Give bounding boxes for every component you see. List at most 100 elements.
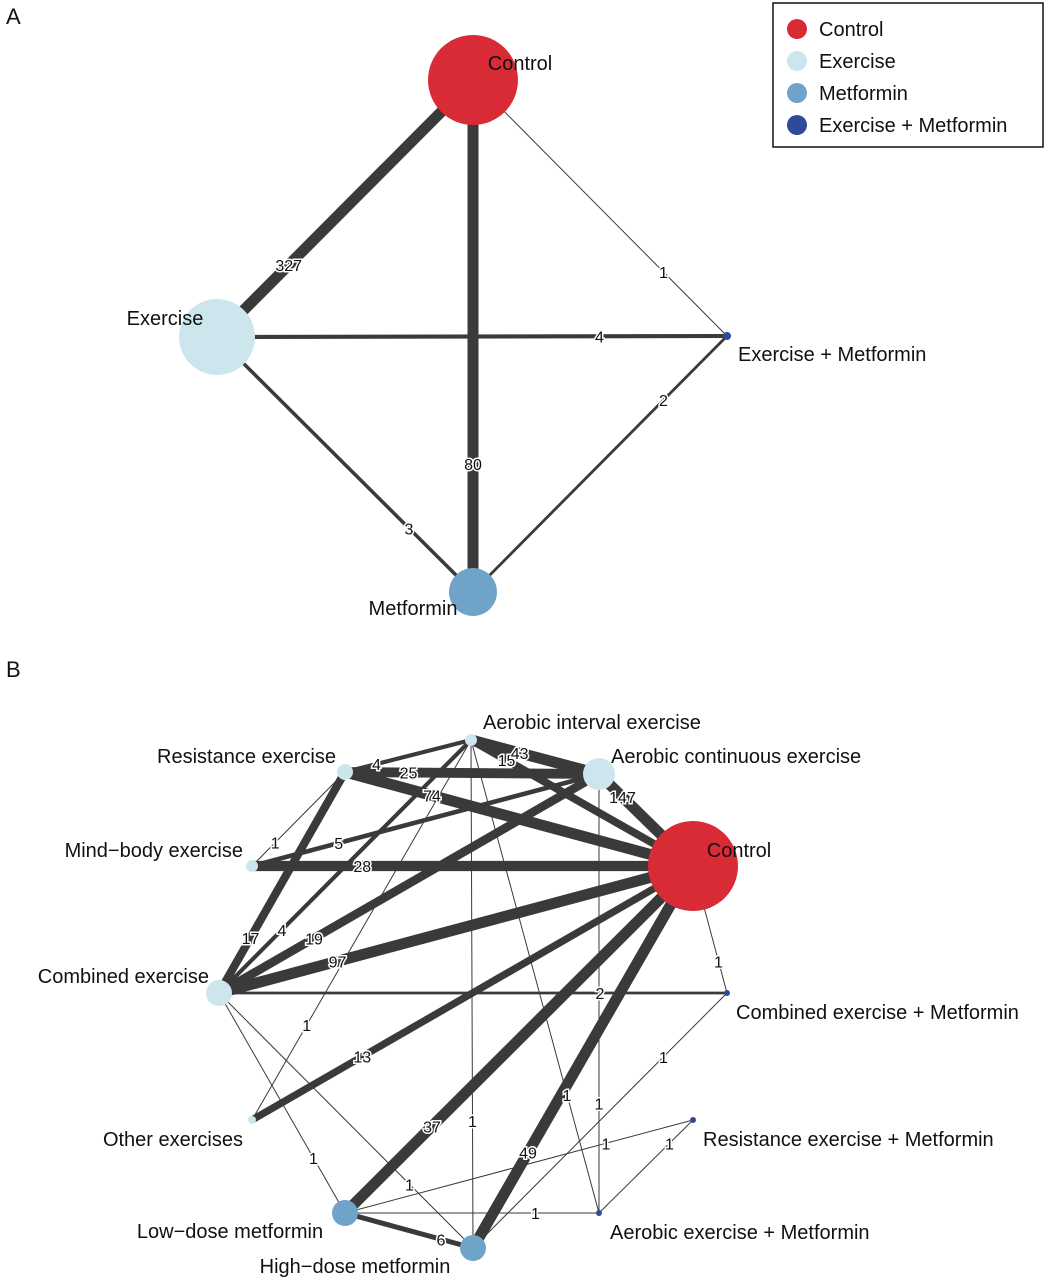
panel-a-letter: A	[6, 4, 21, 29]
panel-b-edge-label-aie-control: 15	[498, 753, 516, 770]
panel-b-edge-re-ace	[344, 767, 600, 779]
panel-b-edge-re-aie	[344, 738, 472, 774]
panel-b-edge-label-ce-ldm: 1	[309, 1151, 318, 1168]
panel-a-node-label-exmet: Exercise + Metformin	[738, 344, 926, 366]
panel-b-node-rem	[690, 1117, 696, 1123]
panel-b-edge-label-aie-hdm: 1	[468, 1114, 477, 1131]
panel-a-edge-label-control-exercise: 327	[275, 258, 302, 275]
panel-b-edge-label-aie-aem: 1	[563, 1088, 572, 1105]
panel-b-edge-label-ce-aie: 4	[278, 923, 287, 940]
panel-b-letter: B	[6, 657, 21, 682]
panel-a-edge-label-metformin-exmet: 2	[659, 393, 668, 410]
panel-a-edge-control-exmet	[472, 79, 728, 337]
panel-b-edge-label-hdm-cem: 1	[659, 1050, 668, 1067]
panel-b-edge-aie-hdm	[470, 739, 474, 1249]
panel-b-edge-label-re-ace: 25	[400, 766, 418, 783]
legend-swatch-control	[787, 19, 807, 39]
panel-a-edge-label-control-exmet: 1	[659, 265, 668, 282]
panel-b-edge-ldm-hdm	[344, 1210, 474, 1251]
panel-b-edge-ce-control	[217, 860, 695, 999]
panel-b-node-label-oth: Other exercises	[103, 1129, 243, 1151]
panel-b-node-ce	[206, 980, 232, 1006]
panel-b-edge-label-ldm-aem: 1	[531, 1206, 540, 1223]
panel-b-edge-label-ace-aem: 1	[595, 1096, 604, 1113]
panel-a-edge-label-control-metformin: 80	[464, 457, 482, 474]
panel-b-edge-label-ace-control: 147	[609, 790, 636, 807]
panel-b-edge-ce-hdm	[218, 992, 474, 1249]
panel-b-edge-label-control-cem: 1	[714, 954, 723, 971]
panel-b-node-label-ldm: Low−dose metformin	[137, 1221, 323, 1243]
panel-b-nodes	[206, 734, 738, 1261]
panel-a-node-label-exercise: Exercise	[127, 308, 204, 330]
legend-swatch-exercise-metformin	[787, 115, 807, 135]
panel-b-edge-ce-aie	[217, 738, 473, 995]
legend-label-control: Control	[819, 19, 883, 41]
panel-b-edge-ce-ldm	[218, 992, 346, 1214]
panel-b-edge-hdm-cem	[472, 992, 728, 1249]
panel-b-edge-aie-aem	[470, 739, 600, 1214]
panel-b-edge-ldm-control	[341, 862, 697, 1217]
panel-b-edge-hdm-control	[468, 863, 698, 1251]
panel-b-node-label-re: Resistance exercise	[157, 746, 336, 768]
panel-b-edge-ce-ace	[216, 770, 602, 997]
panel-a-edge-label-exercise-exmet: 4	[595, 329, 604, 346]
panel-b-node-label-rem: Resistance exercise + Metformin	[703, 1129, 994, 1151]
panel-b-edge-label-mbe-re: 1	[271, 836, 280, 853]
panel-b-edges	[215, 734, 728, 1251]
panel-b-node-label-cem: Combined exercise + Metformin	[736, 1002, 1019, 1024]
panel-b-node-label-control: Control	[707, 840, 771, 862]
panel-a-edges	[213, 76, 728, 594]
panel-a-node-control	[428, 35, 518, 125]
panel-a-node-exmet	[723, 332, 731, 340]
legend: Control Exercise Metformin Exercise + Me…	[772, 2, 1044, 148]
legend-label-exercise-metformin: Exercise + Metformin	[819, 115, 1007, 137]
panel-a-nodes	[179, 35, 731, 616]
panel-b-node-aem	[596, 1210, 602, 1216]
panel-b-edge-label-ce-cem: 2	[596, 986, 605, 1003]
panel-b-edge-label-ldm-control: 37	[423, 1119, 441, 1136]
panel-b-node-mbe	[246, 860, 258, 872]
panel-a-edge-label-exercise-metformin: 3	[405, 521, 414, 538]
panel-a-edge-labels: 327 80 1 4 3 2	[274, 257, 670, 540]
legend-box	[772, 2, 1044, 148]
panel-b-node-cem	[724, 990, 730, 996]
panel-b-edge-mbe-ace	[251, 771, 600, 869]
panel-b-edge-label-aie-ace: 43	[511, 746, 529, 763]
panel-b-edge-label-oth-aie: 1	[302, 1018, 311, 1035]
panel-b-edge-label-ldm-rem: 1	[602, 1136, 611, 1153]
panel-a-edge-exercise-metformin	[215, 335, 475, 594]
panel-b-edge-label-mbe-control: 28	[353, 859, 371, 876]
panel-a-edge-metformin-exmet	[472, 335, 728, 593]
panel-b-edge-aem-rem	[598, 1119, 694, 1214]
panel-b-node-label-aie: Aerobic interval exercise	[483, 712, 701, 734]
panel-b-node-re	[337, 764, 353, 780]
panel-b-node-label-mbe: Mind−body exercise	[65, 840, 243, 862]
panel-b-edge-label-ce-hdm: 1	[405, 1177, 414, 1194]
panel-b-edge-label-aem-rem: 1	[665, 1136, 674, 1153]
panel-b-node-control	[648, 821, 738, 911]
legend-label-exercise: Exercise	[819, 51, 896, 73]
panel-b-edge-label-ldm-hdm: 6	[437, 1232, 446, 1249]
legend-swatch-exercise	[787, 51, 807, 71]
panel-b-edge-label-hdm-control: 49	[519, 1146, 537, 1163]
panel-b-edge-label-re-aie: 4	[372, 757, 381, 774]
panel-a-node-exercise	[179, 299, 255, 375]
panel-b-node-aie	[465, 734, 477, 746]
panel-b-node-ace	[583, 758, 615, 790]
panel-a-node-label-metformin: Metformin	[369, 598, 458, 620]
legend-label-metformin: Metformin	[819, 83, 908, 105]
panel-b-edge-aie-ace	[469, 734, 601, 780]
legend-swatch-metformin	[787, 83, 807, 103]
panel-b-node-oth	[248, 1116, 256, 1124]
panel-a-node-label-control: Control	[488, 53, 552, 75]
panel-b-node-ldm	[332, 1200, 358, 1226]
panel-a-edge-exercise-exmet	[216, 333, 728, 340]
panel-b-edge-label-oth-control: 13	[353, 1050, 371, 1067]
